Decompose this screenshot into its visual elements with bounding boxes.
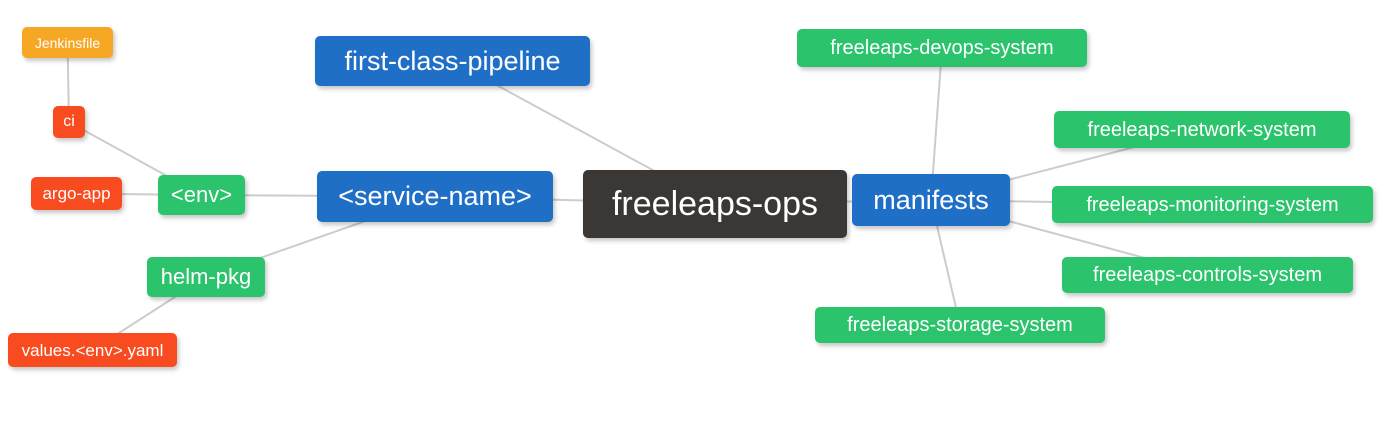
node-helm-pkg[interactable]: helm-pkg: [147, 257, 265, 297]
node-first-class-pipeline[interactable]: first-class-pipeline: [315, 36, 590, 86]
node-freeleaps-network-system[interactable]: freeleaps-network-system: [1054, 111, 1350, 148]
node-values-env-yaml[interactable]: values.<env>.yaml: [8, 333, 177, 367]
node-freeleaps-storage-system[interactable]: freeleaps-storage-system: [815, 307, 1105, 343]
node-jenkinsfile[interactable]: Jenkinsfile: [22, 27, 113, 58]
node-manifests[interactable]: manifests: [852, 174, 1010, 226]
node-freeleaps-monitoring-system[interactable]: freeleaps-monitoring-system: [1052, 186, 1373, 223]
node-env[interactable]: <env>: [158, 175, 245, 215]
node-ci[interactable]: ci: [53, 106, 85, 138]
node-argo-app[interactable]: argo-app: [31, 177, 122, 210]
node-freeleaps-ops[interactable]: freeleaps-ops: [583, 170, 847, 238]
node-freeleaps-controls-system[interactable]: freeleaps-controls-system: [1062, 257, 1353, 293]
node-service-name[interactable]: <service-name>: [317, 171, 553, 222]
node-freeleaps-devops-system[interactable]: freeleaps-devops-system: [797, 29, 1087, 67]
